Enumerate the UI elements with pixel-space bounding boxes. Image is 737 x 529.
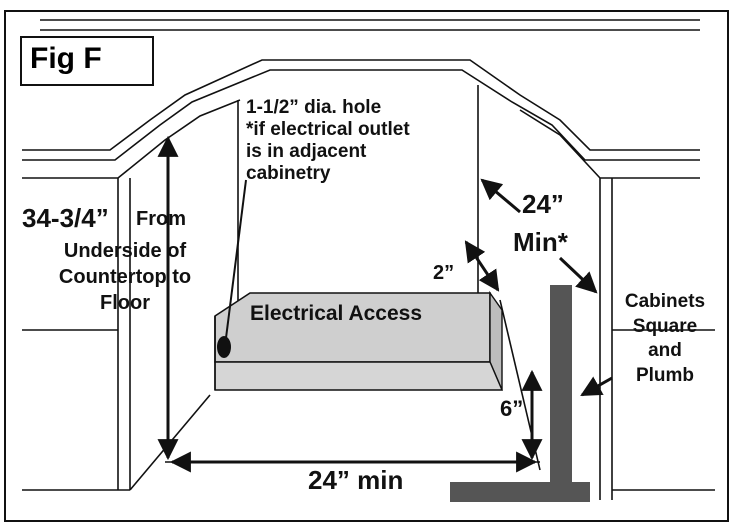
- hole-leader-line: [225, 179, 247, 339]
- right-cabinet-molding: [519, 109, 700, 179]
- countertop-underside-inner: [22, 69, 700, 161]
- min-24-value-label: 24”: [522, 189, 564, 219]
- electrical-access-label: Electrical Access: [250, 302, 423, 325]
- floor-left-edge: [129, 394, 211, 491]
- two-inch-label: 2”: [433, 262, 455, 284]
- figure-label: Fig F: [20, 36, 154, 86]
- diagram-frame: [4, 10, 729, 522]
- left-cabinet-molding: [22, 99, 241, 179]
- min-24-min-label: Min*: [513, 227, 568, 257]
- cabinets-square-plumb-label: Cabinets Square and Plumb: [624, 291, 706, 387]
- six-inch-label: 6”: [500, 396, 524, 421]
- height-from-label: From: [136, 208, 186, 230]
- width-min-label: 24” min: [308, 465, 404, 495]
- cabinets-plumb-arrow: [580, 376, 613, 397]
- min-24-arrow-upper: [480, 178, 521, 214]
- min-24-arrow-lower: [558, 256, 598, 294]
- hole-label: 1-1/2” dia. hole *if electrical outlet i…: [246, 97, 410, 184]
- square-tool: [450, 285, 590, 502]
- countertop-underside: [22, 59, 700, 151]
- height-value-label: 34-3/4”: [22, 203, 109, 233]
- electrical-access-box-front: [214, 361, 504, 391]
- electrical-hole-dot: [217, 336, 231, 358]
- height-description-label: Underside of Countertop to Floor: [58, 240, 192, 314]
- floor-right-edge: [499, 299, 541, 471]
- two-inch-arrow: [464, 240, 500, 292]
